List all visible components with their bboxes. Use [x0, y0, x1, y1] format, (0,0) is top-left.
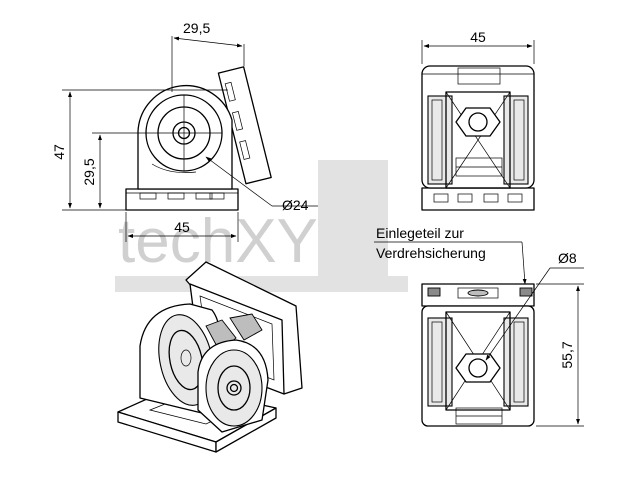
front-view-bottom-dimensions: Ø8 55,7 — [485, 250, 584, 427]
dim-side-top-width: 29,5 — [183, 20, 210, 36]
watermark: techXY — [115, 160, 408, 292]
anti-rotation-insert-note: Einlegeteil zur Verdrehsicherung — [374, 225, 527, 285]
dim-side-height-total: 47 — [51, 144, 67, 160]
front-view-top — [421, 65, 535, 211]
dim-front-top-width: 45 — [470, 29, 486, 45]
watermark-text: techXY — [118, 207, 318, 276]
dim-side-bottom-width: 45 — [174, 219, 190, 235]
dim-side-diameter: Ø24 — [282, 197, 309, 213]
front-view-top-dimensions: 45 — [421, 29, 535, 64]
side-view — [125, 66, 272, 211]
dim-front-bottom-diameter: Ø8 — [558, 250, 577, 266]
note-line-2: Verdrehsicherung — [376, 245, 486, 261]
isometric-view — [117, 261, 303, 453]
dim-side-height-axis: 29,5 — [81, 158, 97, 185]
note-line-1: Einlegeteil zur — [376, 225, 464, 241]
side-view-dimensions: 29,5 47 29,5 45 Ø24 — [51, 20, 318, 242]
front-view-bottom — [421, 283, 535, 427]
dim-front-bottom-height: 55,7 — [559, 341, 575, 368]
